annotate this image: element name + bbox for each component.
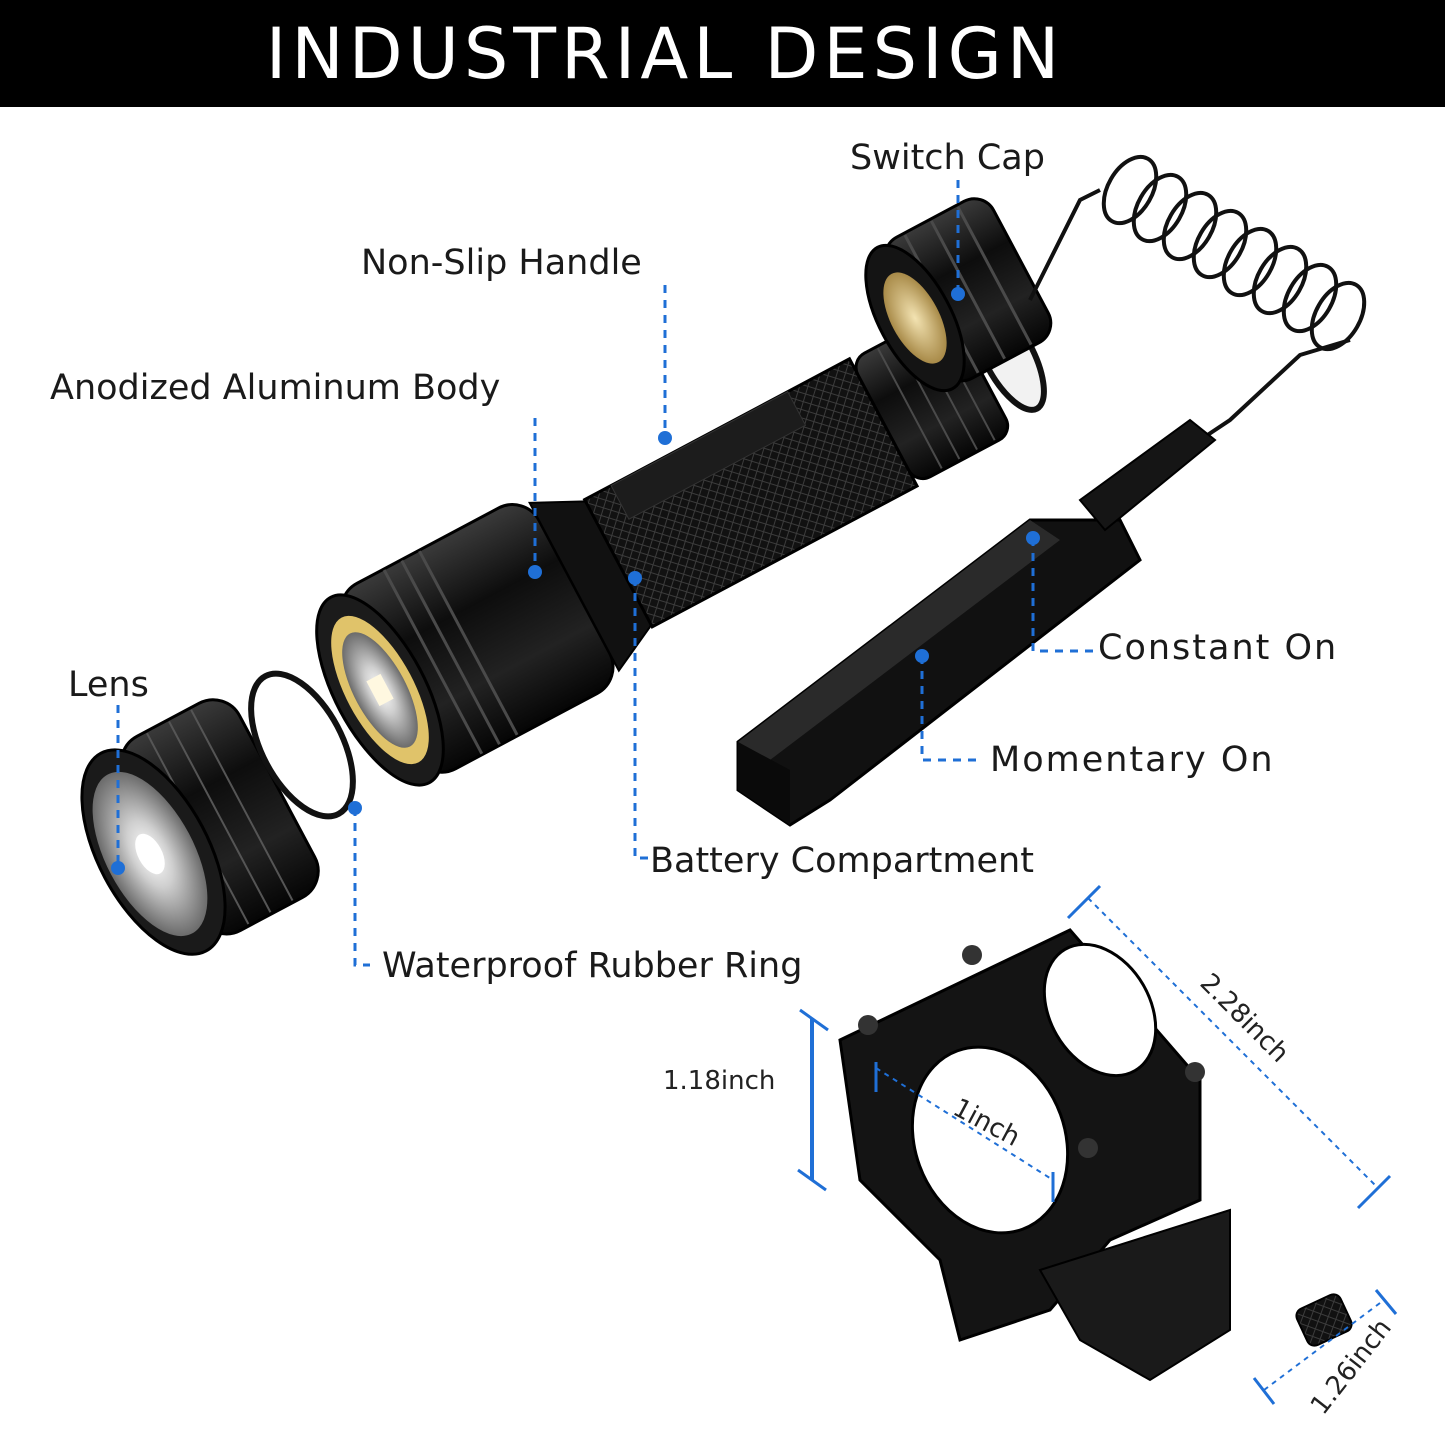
mount-clamp <box>838 928 1353 1382</box>
title-banner: INDUSTRIAL DESIGN <box>0 0 1445 107</box>
coiled-cable <box>1028 154 1367 442</box>
label-momentary-on: Momentary On <box>990 740 1275 780</box>
leader-dots <box>111 287 1040 875</box>
dimension-lines <box>797 884 1398 1405</box>
label-battery-compartment: Battery Compartment <box>650 841 1034 881</box>
pressure-switch <box>736 418 1217 827</box>
label-switch-cap: Switch Cap <box>850 138 1045 178</box>
label-rubber-ring: Waterproof Rubber Ring <box>382 946 803 986</box>
label-constant-on: Constant On <box>1098 628 1339 668</box>
lens-head <box>80 698 320 956</box>
leader-lines <box>116 180 1093 967</box>
dimension-height: 1.18inch <box>663 1066 776 1096</box>
label-lens: Lens <box>68 665 149 705</box>
label-non-slip-handle: Non-Slip Handle <box>361 243 642 283</box>
rubber-ring <box>248 670 356 820</box>
label-anodized-body: Anodized Aluminum Body <box>50 368 501 408</box>
switch-cap <box>864 197 1053 393</box>
banner-title: INDUSTRIAL DESIGN <box>265 13 1065 95</box>
